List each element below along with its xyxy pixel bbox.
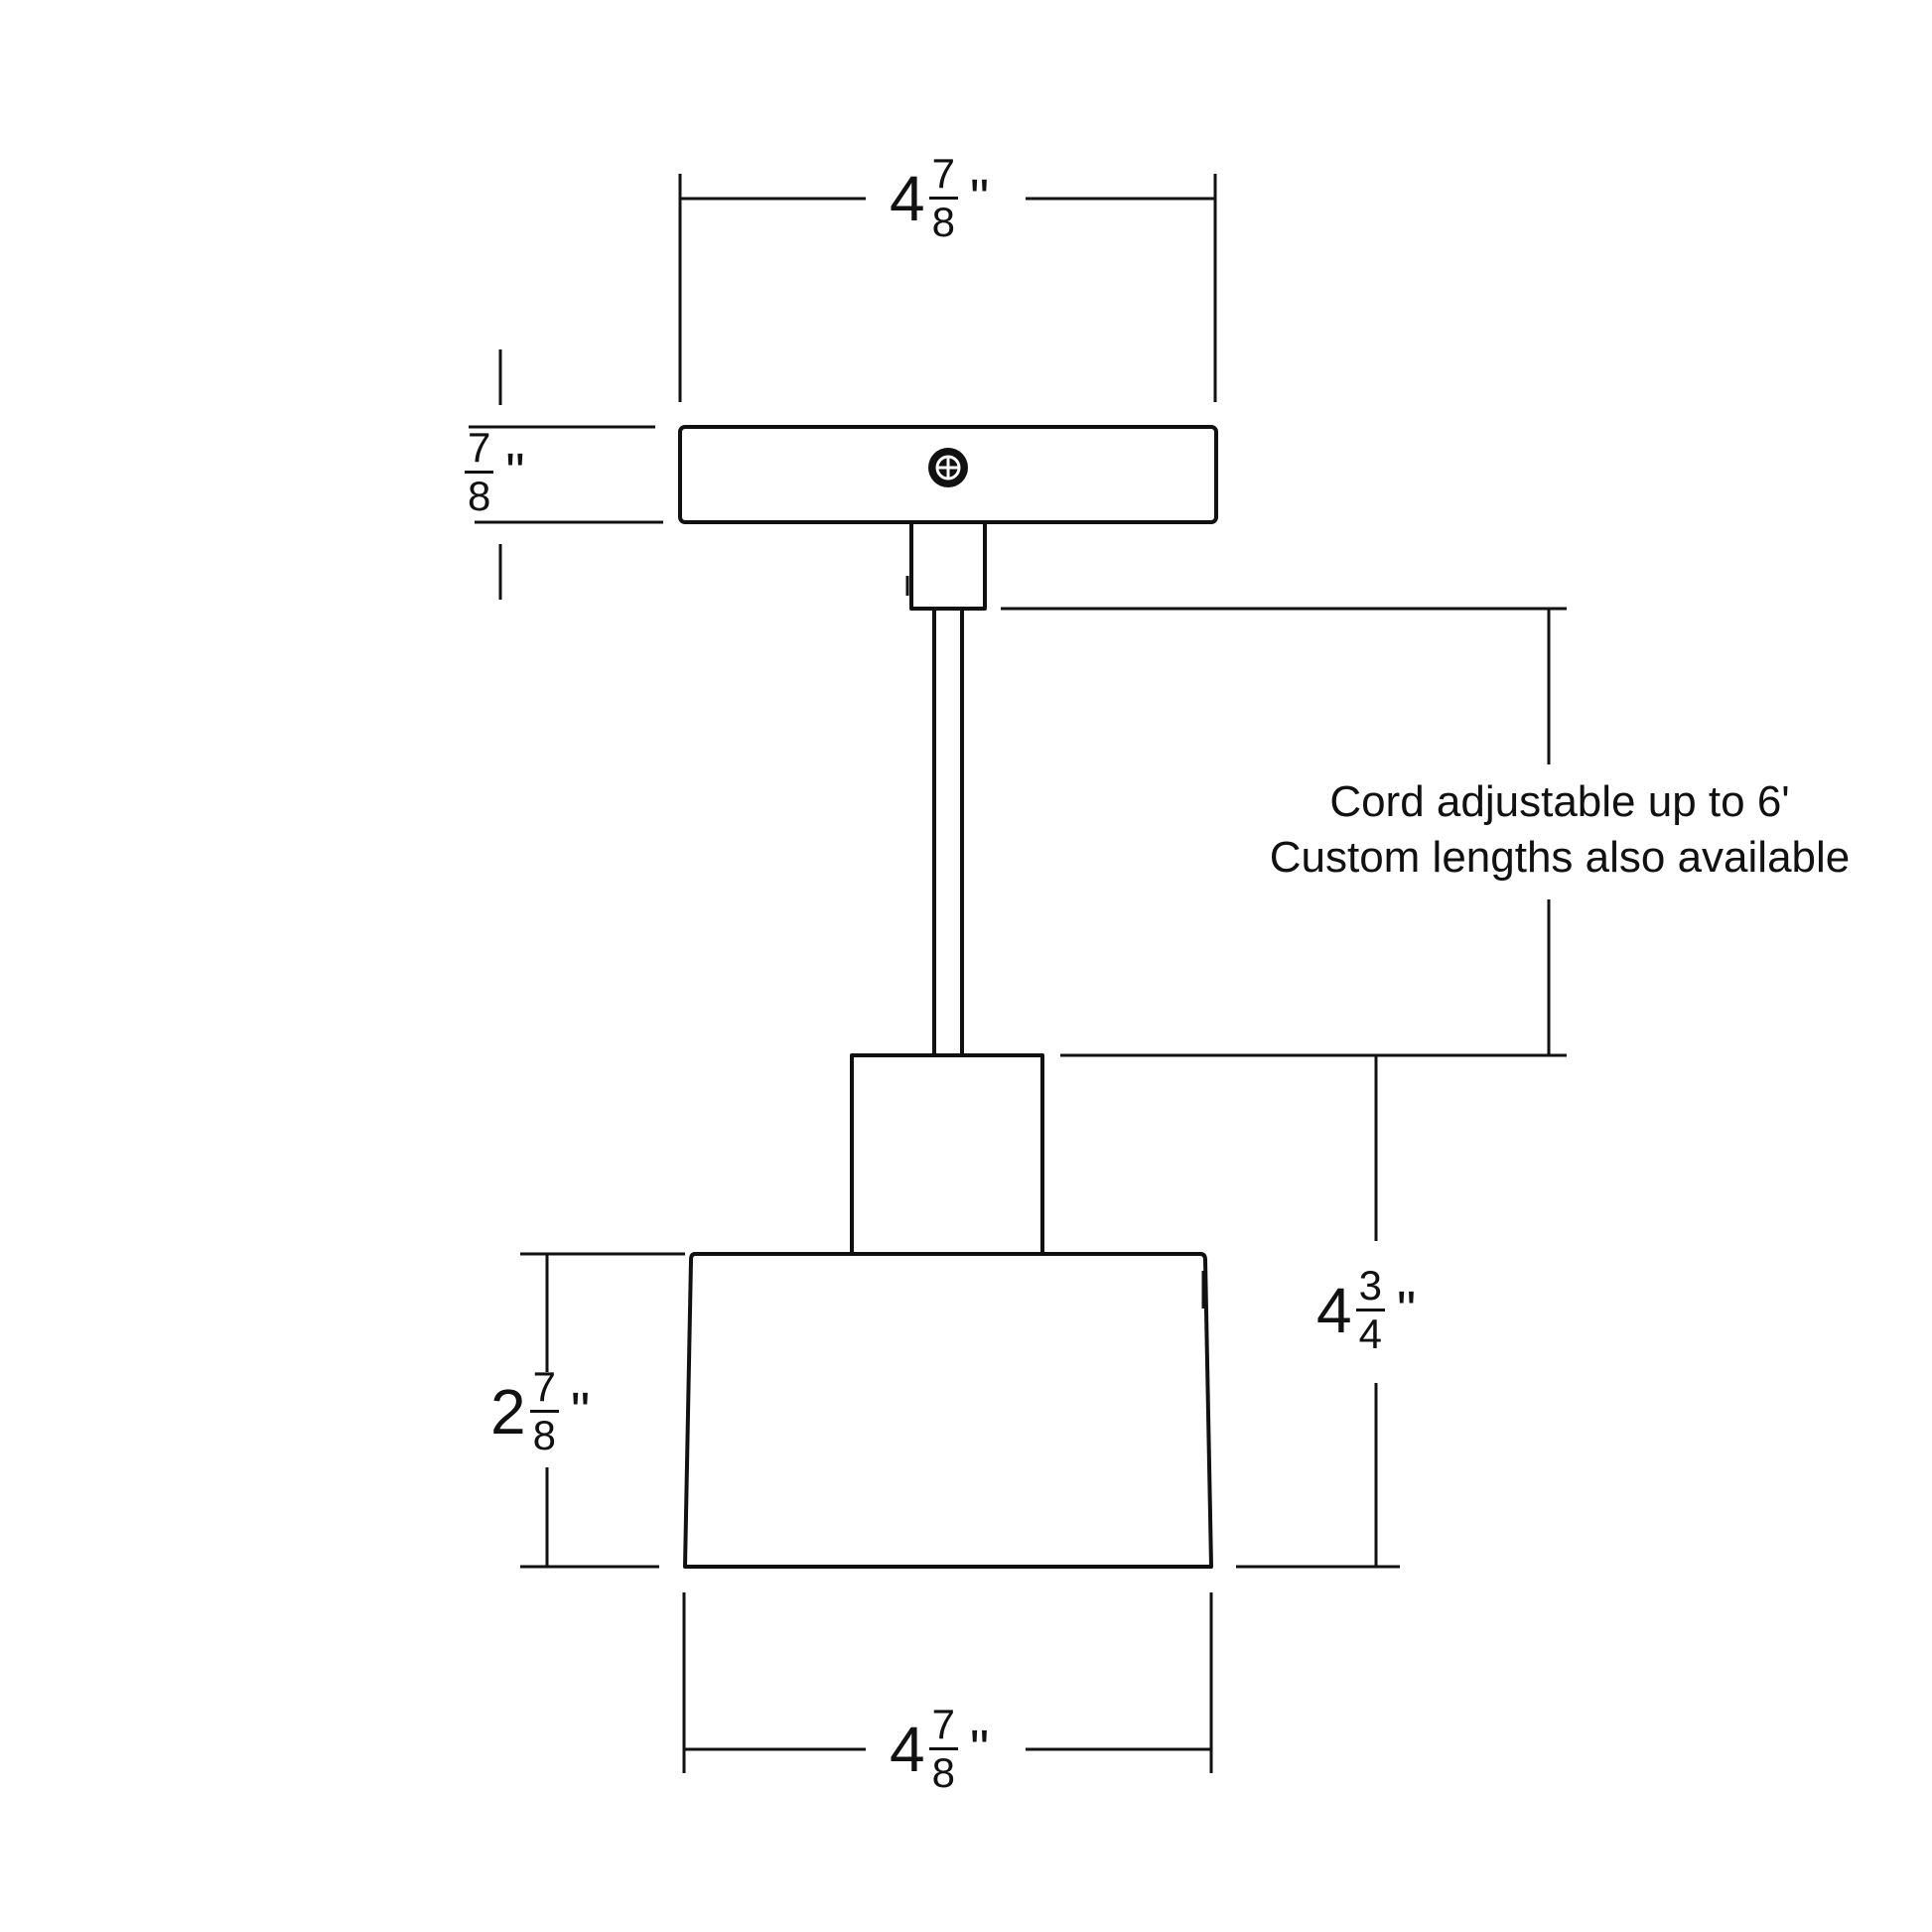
canopy-width-dimension-lines xyxy=(678,174,1217,402)
cord-note-line-2: Custom lengths also available xyxy=(1269,833,1851,882)
shade xyxy=(683,1252,1213,1569)
cord-grip xyxy=(909,520,987,611)
shade-width-dimension-lines xyxy=(682,1592,1213,1773)
cord xyxy=(932,607,964,1057)
canopy-height-dimension-lines xyxy=(469,349,663,600)
canopy-screw-icon xyxy=(928,448,968,487)
cord-note-line-1: Cord adjustable up to 6' xyxy=(1329,777,1790,826)
cord-length-note: Cord adjustable up to 6' Custom lengths … xyxy=(1217,774,1902,886)
fixture-height-dimension-lines xyxy=(1236,1055,1400,1569)
socket-housing xyxy=(850,1053,1044,1256)
shade-height-dimension-lines xyxy=(520,1252,685,1569)
cord-length-dimension-lines xyxy=(1001,607,1567,1057)
